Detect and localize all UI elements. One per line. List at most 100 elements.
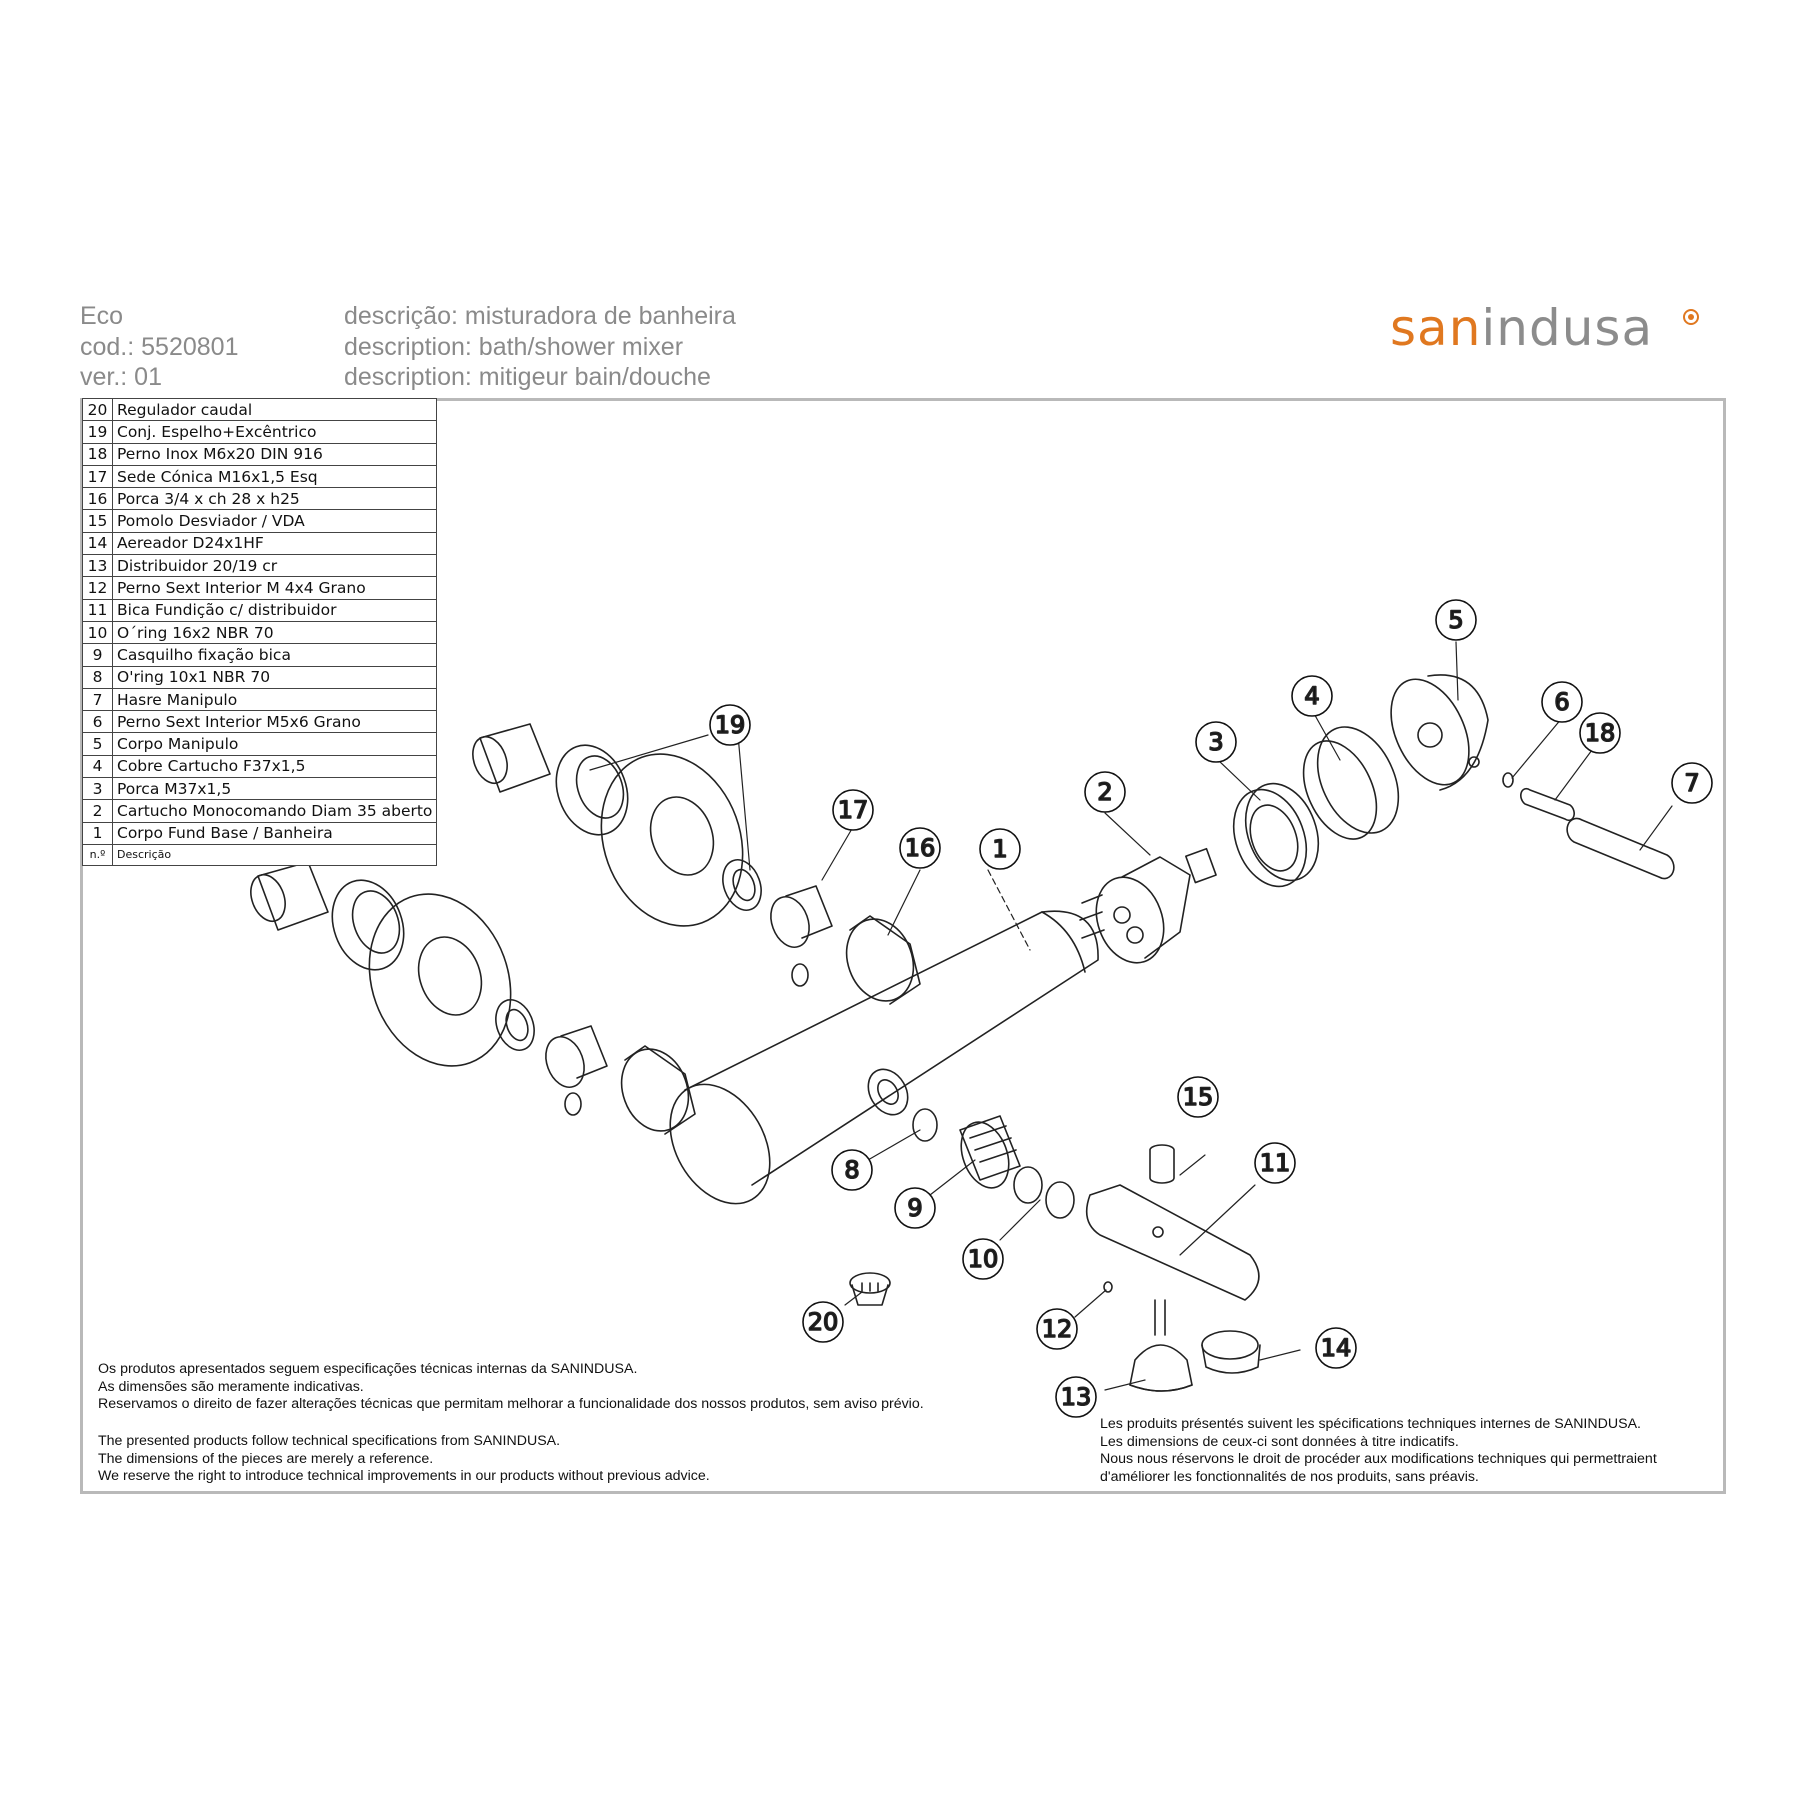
part-17-seats — [545, 885, 833, 1116]
svg-text:15: 15 — [1183, 1083, 1214, 1111]
part-description: Hasre Manipulo — [111, 687, 438, 712]
part-description: Perno Sext Interior M 4x4 Grano — [111, 576, 438, 600]
disclaimer-line: d'améliorer les fonctionnalités de nos p… — [1100, 1468, 1479, 1485]
footer-description-header: Descrição — [111, 843, 438, 866]
callout-3: 3 — [1195, 721, 1237, 763]
svg-text:5: 5 — [1448, 606, 1463, 634]
part-number: 2 — [82, 799, 113, 823]
part-15-diverter-knob — [1149, 1144, 1175, 1184]
description-pt: descrição: misturadora de banheira — [344, 302, 736, 330]
disclaimer-line: The presented products follow technical … — [98, 1433, 561, 1449]
model-name: Eco — [80, 302, 124, 330]
svg-text:19: 19 — [715, 711, 746, 739]
part-number: 3 — [82, 777, 113, 801]
part-16-nuts — [620, 915, 921, 1135]
callout-18: 18 — [1579, 712, 1621, 754]
callout-4: 4 — [1291, 675, 1333, 717]
callout-13: 13 — [1055, 1376, 1097, 1418]
part-description: Porca M37x1,5 — [111, 777, 438, 801]
part-18-bolt — [1520, 787, 1575, 822]
part-description: Distribuidor 20/19 cr — [111, 554, 438, 578]
disclaimer-line: Os produtos apresentados seguem especifi… — [98, 1361, 638, 1377]
svg-text:6: 6 — [1554, 688, 1569, 716]
part-number: 15 — [82, 509, 113, 533]
part-description: Pomolo Desviador / VDA — [111, 509, 438, 533]
product-code: cod.: 5520801 — [80, 333, 239, 361]
svg-text:17: 17 — [838, 796, 869, 824]
svg-text:4: 4 — [1304, 682, 1319, 710]
part-number: 16 — [82, 487, 113, 511]
version: ver.: 01 — [80, 363, 162, 391]
callout-20: 20 — [802, 1301, 844, 1343]
leader-lines — [589, 641, 1673, 1391]
part-11-spout — [1085, 1184, 1260, 1301]
svg-text:11: 11 — [1260, 1149, 1291, 1177]
svg-text:8: 8 — [844, 1156, 859, 1184]
footer-number-header: n.º — [82, 843, 113, 866]
part-description: Cobre Cartucho F37x1,5 — [111, 754, 438, 779]
callout-9: 9 — [894, 1187, 936, 1229]
part-description: O´ring 16x2 NBR 70 — [111, 620, 438, 645]
disclaimer-line: Les dimensions de ceux-ci sont données à… — [1100, 1433, 1459, 1450]
callout-6: 6 — [1541, 681, 1583, 723]
callout-2: 2 — [1084, 771, 1126, 813]
part-number: 1 — [82, 821, 113, 845]
part-3-nut — [1232, 782, 1320, 888]
part-12-grub-screw — [1103, 1281, 1113, 1293]
logo-part-1: san — [1390, 299, 1482, 357]
part-number: 20 — [82, 397, 113, 422]
part-number: 12 — [82, 576, 113, 600]
part-description: Regulador caudal — [111, 397, 438, 422]
disclaimer-line: We reserve the right to introduce techni… — [98, 1468, 710, 1485]
part-description: Porca 3/4 x ch 28 x h25 — [111, 487, 438, 511]
logo-part-2: indusa — [1481, 299, 1654, 357]
part-number: 4 — [82, 754, 113, 779]
part-number: 11 — [82, 598, 113, 622]
svg-text:14: 14 — [1321, 1334, 1352, 1362]
part-description: Casquilho fixação bica — [111, 643, 438, 667]
part-number: 5 — [82, 732, 113, 756]
part-number: 14 — [82, 531, 113, 556]
disclaimer-pt: Os produtos apresentados seguem especifi… — [98, 1361, 924, 1414]
part-2-cartridge — [1079, 847, 1217, 964]
disclaimer-en: The presented products follow technical … — [98, 1433, 710, 1486]
disclaimer-line: The dimensions of the pieces are merely … — [98, 1450, 434, 1467]
part-description: Corpo Fund Base / Banheira — [111, 821, 438, 845]
callout-5: 5 — [1435, 599, 1477, 641]
part-13-distributor — [1129, 1299, 1193, 1392]
part-description: O'ring 10x1 NBR 70 — [111, 665, 438, 689]
svg-text:13: 13 — [1061, 1383, 1092, 1411]
callout-15: 15 — [1177, 1076, 1219, 1118]
callout-8: 8 — [831, 1149, 873, 1191]
callout-16: 16 — [899, 827, 941, 869]
disclaimer-line: Reservamos o direito de fazer alterações… — [98, 1396, 924, 1413]
part-8-oring — [912, 1108, 938, 1142]
part-7-handle-rod — [1566, 817, 1675, 880]
callout-17: 17 — [832, 789, 874, 831]
part-19-lower-eccentric — [250, 861, 535, 1067]
svg-text:10: 10 — [968, 1245, 999, 1273]
part-description: Bica Fundição c/ distribuidor — [111, 598, 438, 622]
part-14-aerator — [1201, 1330, 1261, 1374]
callout-11: 11 — [1254, 1142, 1296, 1184]
part-number: 17 — [82, 464, 113, 489]
disclaimer-line: Les produits présentés suivent les spéci… — [1100, 1416, 1641, 1432]
callout-7: 7 — [1671, 762, 1713, 804]
part-number: 18 — [82, 442, 113, 466]
part-5-handle-body — [1390, 674, 1489, 791]
disclaimer-line: Nous nous réservons le droit de procéder… — [1100, 1451, 1657, 1468]
part-number: 8 — [82, 665, 113, 689]
part-1-body — [669, 910, 1099, 1205]
part-description: Aereador D24x1HF — [111, 531, 438, 556]
